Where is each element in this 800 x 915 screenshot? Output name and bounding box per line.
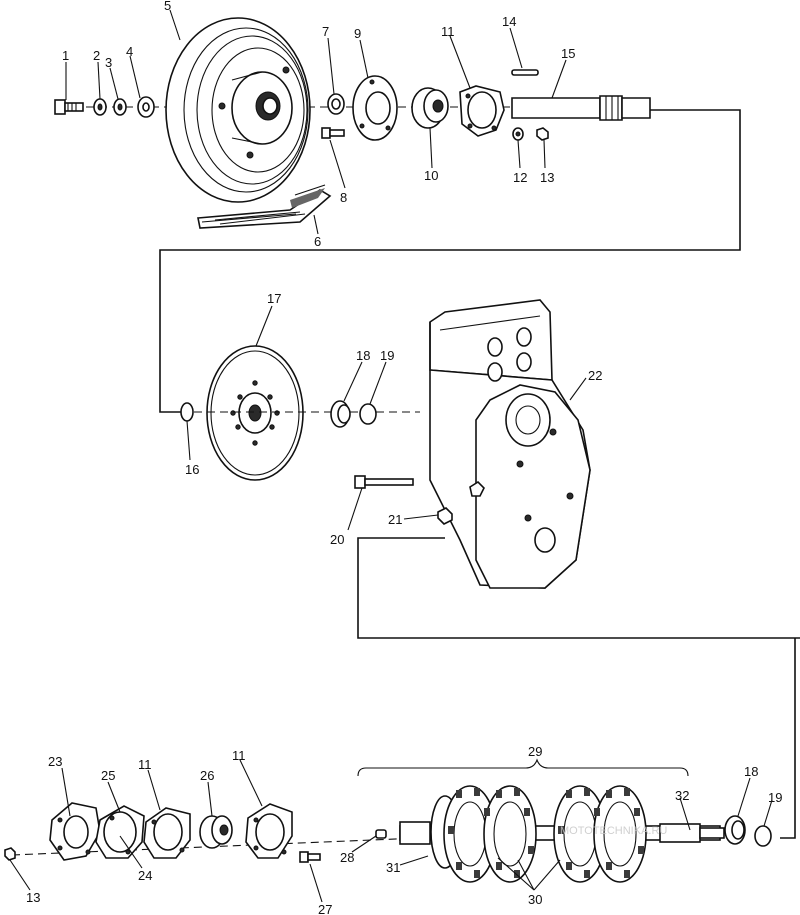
part-4-spacer — [137, 96, 155, 118]
part-18-bearing-mid — [330, 400, 351, 428]
part-6-guard — [197, 184, 332, 229]
callout-7: 7 — [322, 24, 329, 39]
part-13-nut-top — [536, 127, 549, 141]
callout-5: 5 — [164, 0, 171, 13]
callout-11-bottom-b: 11 — [232, 748, 246, 763]
part-11-bearing-flange-top — [459, 85, 505, 137]
part-21-nut — [437, 480, 485, 525]
part-19-ring-mid — [359, 403, 377, 425]
callout-13-bottom: 13 — [26, 890, 40, 905]
callout-12: 12 — [513, 170, 527, 185]
part-16-ring — [180, 402, 194, 422]
part-14-key — [511, 69, 539, 76]
callout-8: 8 — [340, 190, 347, 205]
part-17-disc — [206, 345, 304, 481]
callout-18-bottom: 18 — [744, 764, 758, 779]
watermark-text: MOTOTECHNIKA.RU — [560, 825, 667, 837]
callout-13-top: 13 — [540, 170, 554, 185]
callout-19-bottom: 19 — [768, 790, 782, 805]
part-7-washer — [327, 93, 345, 115]
part-24-25-flange-plate — [95, 805, 145, 859]
part-2-washer — [93, 98, 107, 116]
callout-9: 9 — [354, 26, 361, 41]
part-19-ring-bottom — [754, 825, 772, 847]
callout-11-top: 11 — [441, 24, 455, 39]
connector-line-2 — [357, 537, 800, 639]
callout-20: 20 — [330, 532, 344, 547]
group-29-bracket — [357, 758, 689, 777]
callout-17: 17 — [267, 291, 281, 306]
part-26-bearing — [199, 815, 233, 849]
part-11-flange-bottom-a — [143, 807, 191, 859]
part-3-washer — [113, 98, 127, 116]
callout-22: 22 — [588, 368, 602, 383]
part-5-drive-pulley — [165, 17, 311, 203]
callout-23: 23 — [48, 754, 62, 769]
callout-3: 3 — [105, 55, 112, 70]
callout-27: 27 — [318, 902, 332, 915]
callout-26: 26 — [200, 768, 214, 783]
callout-16: 16 — [185, 462, 199, 477]
part-1-bolt — [54, 99, 84, 115]
part-10-bearing — [411, 87, 449, 129]
callout-labels: 1 2 3 4 5 6 7 8 9 10 11 12 13 14 15 16 1… — [26, 0, 782, 915]
callout-24: 24 — [138, 868, 152, 883]
part-8-bolt — [321, 127, 345, 139]
callout-6: 6 — [314, 234, 321, 249]
part-18-bearing-bottom — [724, 815, 746, 845]
callout-15: 15 — [561, 46, 575, 61]
callout-1: 1 — [62, 48, 69, 63]
callout-25: 25 — [101, 768, 115, 783]
callout-29: 29 — [528, 744, 542, 759]
callout-2: 2 — [93, 48, 100, 63]
part-27-bolt — [299, 851, 321, 863]
part-13-nut-bottom — [4, 847, 16, 861]
connector-line-3 — [780, 638, 796, 839]
callout-11-bottom-a: 11 — [138, 757, 152, 772]
part-11-flange-bottom-b — [245, 803, 293, 859]
part-28-set-screw — [375, 829, 387, 839]
callout-19-mid: 19 — [380, 348, 394, 363]
callout-18-mid: 18 — [356, 348, 370, 363]
part-9-flange-plate — [352, 75, 398, 141]
part-12-washer — [512, 127, 524, 141]
part-23-flange — [49, 802, 101, 861]
callout-21: 21 — [388, 512, 402, 527]
callout-32: 32 — [675, 788, 689, 803]
callout-10: 10 — [424, 168, 438, 183]
connector-line-1 — [159, 109, 741, 413]
callout-30: 30 — [528, 892, 542, 907]
callout-31: 31 — [386, 860, 400, 875]
callout-4: 4 — [126, 44, 133, 59]
part-29-drive-shaft-assembly — [399, 785, 725, 883]
part-15-shaft — [511, 95, 651, 121]
part-20-bolt — [354, 475, 414, 489]
leader-lines — [9, 9, 773, 903]
part-22-chaincase — [429, 299, 591, 589]
callout-14: 14 — [502, 14, 516, 29]
callout-28: 28 — [340, 850, 354, 865]
